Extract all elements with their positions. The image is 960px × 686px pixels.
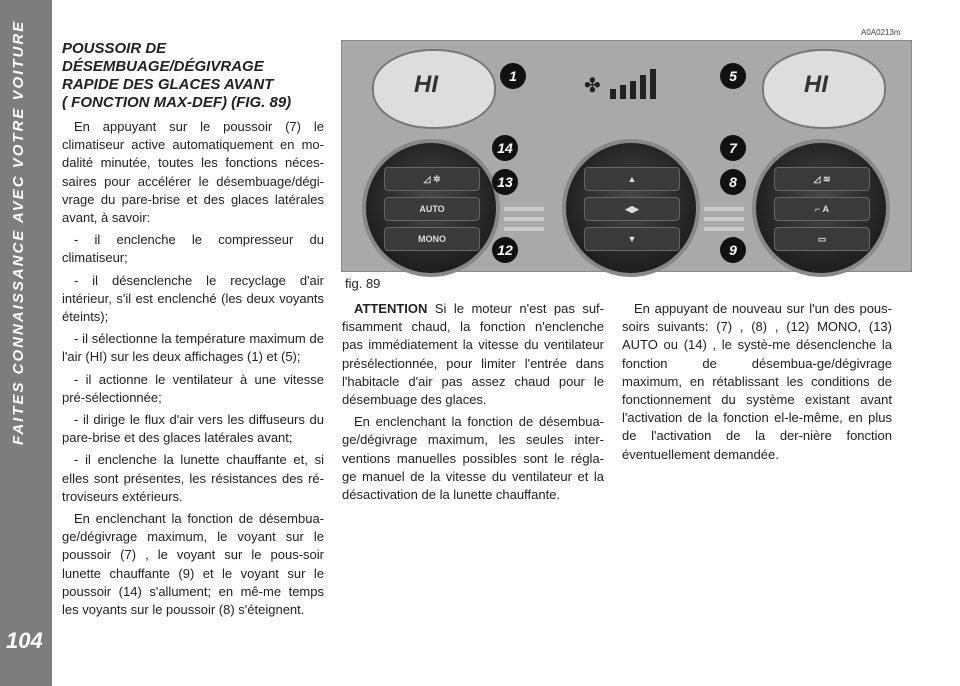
callout-14: 14	[492, 135, 518, 161]
attention-text: Si le moteur n'est pas suf-fisamment cha…	[342, 301, 604, 408]
display-left: HI	[372, 49, 496, 129]
callout-9: 9	[720, 237, 746, 263]
sidebar: FAITES CONNAISSANCE AVEC VOTRE VOITURE 1…	[0, 0, 52, 686]
vent-slot	[704, 207, 744, 211]
horizontal-button: ◀▶	[584, 197, 680, 221]
attention-label: ATTENTION	[354, 301, 428, 316]
column-1: POUSSOIR DE DÉSEMBUAGE/DÉGIVRAGE RAPIDE …	[62, 40, 324, 623]
knob-center: ▲ ◀▶ ▼	[562, 139, 700, 277]
paragraph: En appuyant sur le poussoir (7) le clima…	[62, 119, 324, 226]
paragraph: - il dirige le flux d'air vers les diffu…	[62, 412, 324, 446]
recirc-button: ◿ ✲	[384, 167, 480, 191]
up-button: ▲	[584, 167, 680, 191]
rear-defrost-button: ▭	[774, 227, 870, 251]
vent-slot	[504, 217, 544, 221]
column-2: ATTENTION Si le moteur n'est pas suf-fis…	[342, 300, 604, 508]
vent-slot	[704, 227, 744, 231]
fan-bar	[610, 89, 616, 99]
display-right: HI	[762, 49, 886, 129]
figure-code: A0A0213m	[861, 28, 901, 37]
fan-icon: ✤	[584, 75, 601, 97]
paragraph: En appuyant de nouveau sur l'un des pous…	[622, 301, 892, 462]
figure-caption: fig. 89	[345, 276, 381, 291]
callout-7: 7	[720, 135, 746, 161]
heading-line: POUSSOIR DE	[62, 40, 167, 57]
fan-bar	[620, 85, 626, 99]
paragraph: En enclenchant la fonction de désembua-g…	[62, 511, 324, 618]
fan-bar	[650, 69, 656, 99]
vent-slot	[704, 217, 744, 221]
figure-climate-panel: HI HI ✤ 1 5 ◿ ✲ AUTO MONO ▲ ◀▶ ▼ ◿ ≋ ⌐ A…	[341, 40, 912, 277]
vent-slot	[504, 207, 544, 211]
attention-paragraph: ATTENTION Si le moteur n'est pas suf-fis…	[342, 300, 604, 409]
knob-left: ◿ ✲ AUTO MONO	[362, 139, 500, 277]
sidebar-title: FAITES CONNAISSANCE AVEC VOTRE VOITURE	[10, 20, 27, 446]
callout-12: 12	[492, 237, 518, 263]
fan-speed-icon: ✤	[582, 67, 662, 99]
display-left-text: HI	[414, 71, 438, 98]
mono-button: MONO	[384, 227, 480, 251]
column-3: En appuyant de nouveau sur l'un des pous…	[622, 300, 892, 468]
page-number: 104	[6, 628, 43, 653]
down-button: ▼	[584, 227, 680, 251]
heading-line: RAPIDE DES GLACES AVANT	[62, 76, 274, 93]
paragraph: - il actionne le ventilateur à une vites…	[62, 371, 324, 405]
ac-button: ⌐ A	[774, 197, 870, 221]
paragraph: - il désenclenche le recyclage d'air int…	[62, 272, 324, 325]
fan-bar	[630, 81, 636, 99]
paragraph: - il enclenche la lunette chauffante et,…	[62, 452, 324, 504]
vent-slot	[504, 227, 544, 231]
fan-bar	[640, 75, 646, 99]
paragraph: En enclenchant la fonction de désembua-g…	[342, 414, 604, 503]
knob-right: ◿ ≋ ⌐ A ▭	[752, 139, 890, 277]
heading-line: DÉSEMBUAGE/DÉGIVRAGE	[62, 58, 264, 75]
paragraph: - il enclenche le compresseur du climati…	[62, 232, 324, 266]
callout-5: 5	[720, 63, 746, 89]
paragraph: - il sélectionne la température maximum …	[62, 331, 324, 365]
section-heading: POUSSOIR DE DÉSEMBUAGE/DÉGIVRAGE RAPIDE …	[62, 40, 324, 112]
callout-13: 13	[492, 169, 518, 195]
callout-1: 1	[500, 63, 526, 89]
ac-label: A	[822, 204, 829, 214]
heading-line: ( fonction MAX-DEF) (fig. 89)	[62, 94, 292, 111]
auto-button: AUTO	[384, 197, 480, 221]
defrost-button: ◿ ≋	[774, 167, 870, 191]
display-right-text: HI	[804, 71, 828, 98]
callout-8: 8	[720, 169, 746, 195]
